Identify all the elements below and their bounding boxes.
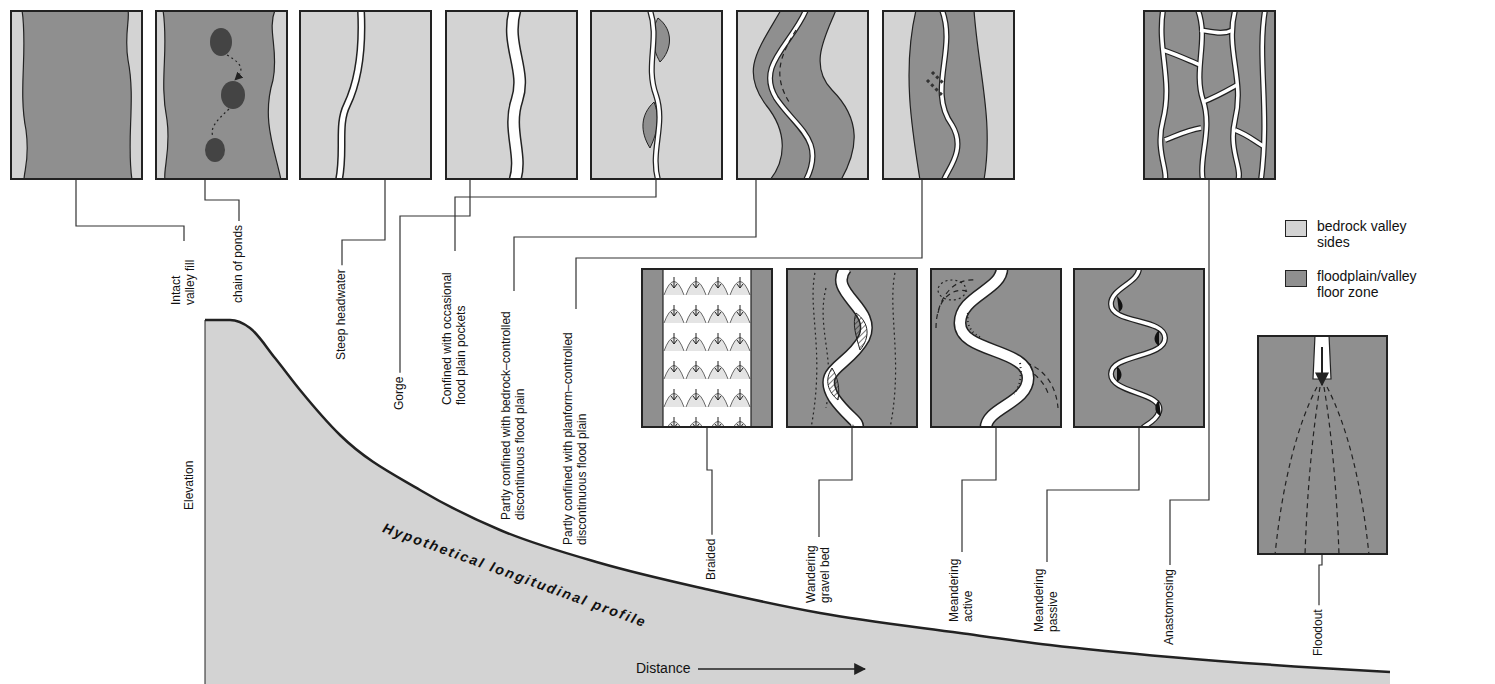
leader-line xyxy=(455,180,656,251)
profile-area xyxy=(205,320,1390,684)
leader-line xyxy=(707,428,712,535)
river-type-panel xyxy=(1073,268,1205,428)
river-type-panel xyxy=(445,10,578,180)
type-label: Gorge xyxy=(393,377,407,410)
type-label: Partly confined with bedrock–controlled … xyxy=(500,295,528,520)
type-label: Floodout xyxy=(1312,609,1326,656)
leader-line xyxy=(1170,180,1209,565)
river-type-panel xyxy=(590,10,723,180)
type-label: Anastomosing xyxy=(1163,569,1177,645)
leader-line xyxy=(1047,428,1139,562)
river-type-panel xyxy=(736,10,869,180)
type-label: Braided xyxy=(705,539,719,580)
river-type-panel xyxy=(1143,10,1276,180)
legend-row: bedrock valley sides xyxy=(1285,218,1437,250)
profile-line xyxy=(205,320,1390,672)
type-label: Partly confined with planform–controlled… xyxy=(562,313,590,545)
leader-line xyxy=(514,180,756,291)
legend-swatch xyxy=(1285,220,1307,237)
distance-arrow xyxy=(698,668,865,670)
river-type-panel xyxy=(155,10,288,180)
type-label: chain of ponds xyxy=(232,225,246,303)
river-type-panel xyxy=(641,268,773,428)
type-label: Confined with occasional flood plain poc… xyxy=(441,255,469,405)
leader-line xyxy=(576,180,922,309)
profile-edge xyxy=(205,320,206,684)
type-label: Meandering active xyxy=(948,556,976,622)
leader-line xyxy=(819,428,852,537)
river-type-panel xyxy=(10,10,143,180)
legend-text: bedrock valley sides xyxy=(1317,218,1437,250)
type-label: Meandering passive xyxy=(1033,566,1061,632)
legend-row: floodplain/valley floor zone xyxy=(1285,268,1437,300)
axis-label: Distance xyxy=(636,660,690,676)
leader-line xyxy=(205,180,239,221)
river-type-panel xyxy=(1257,335,1388,555)
river-type-panel xyxy=(882,10,1015,180)
type-label: Wandering gravel bed xyxy=(805,541,833,603)
leader-line xyxy=(1319,555,1322,605)
axis-label: Elevation xyxy=(183,461,197,510)
river-type-panel xyxy=(786,268,918,428)
leader-line xyxy=(342,180,385,265)
legend-text: floodplain/valley floor zone xyxy=(1317,268,1437,300)
type-label: Steep headwater xyxy=(335,269,349,360)
type-label: Intact valley fill xyxy=(170,245,198,305)
river-type-panel xyxy=(299,10,432,180)
river-type-panel xyxy=(930,268,1062,428)
leader-line xyxy=(76,180,184,241)
leader-line xyxy=(962,428,996,552)
legend-swatch xyxy=(1285,270,1307,287)
